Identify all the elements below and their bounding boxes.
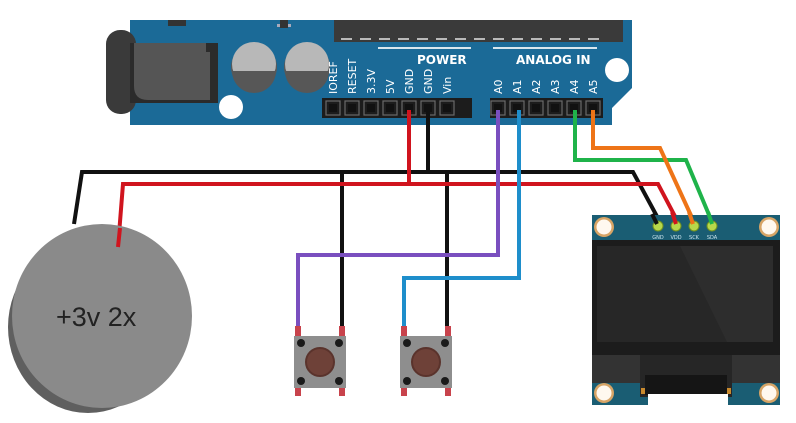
smd-component (288, 24, 291, 27)
arduino-board: POWER ANALOG IN IOREF RESET 3.3V 5V GND GND Vi… (106, 20, 632, 125)
button-screw (297, 377, 305, 385)
oled-ribbon-edge (641, 388, 645, 394)
wire-a0 (296, 110, 500, 328)
power-pin-hole (443, 104, 451, 112)
button-cap[interactable] (411, 347, 441, 377)
mounting-hole (219, 95, 243, 119)
push-button-2[interactable] (400, 326, 452, 396)
power-pin-hole (348, 104, 356, 112)
power-pin-hole (405, 104, 413, 112)
button-screw (441, 377, 449, 385)
barrel-jack-body (134, 43, 210, 100)
analog-pin-hole (589, 104, 597, 112)
button-leg (295, 384, 301, 396)
digital-header-strip (334, 20, 604, 42)
oled-pin-label: SCK (689, 235, 700, 241)
power-pin-label: 5V (384, 79, 397, 94)
button-screw (297, 339, 305, 347)
barrel-jack-back (106, 30, 136, 114)
wire-a4 (573, 110, 714, 223)
wire-a5-end (687, 211, 695, 225)
oled-pin-label: SDA (707, 235, 718, 241)
wire-a1 (402, 110, 521, 328)
capacitor (284, 42, 330, 93)
power-header-line (378, 47, 471, 49)
oled-mounting-hole (761, 385, 777, 401)
button-leg (339, 384, 345, 396)
oled-display: GND VDD SCK SDA (592, 215, 780, 406)
analog-pin-hole (513, 104, 521, 112)
analog-header-line (493, 47, 597, 49)
oled-mounting-hole (596, 219, 612, 235)
battery-face (12, 224, 192, 408)
power-header-label: POWER (417, 53, 467, 67)
analog-pin-hole (570, 104, 578, 112)
analog-pin-label: A4 (568, 79, 581, 94)
right-chip (600, 20, 623, 42)
oled-ribbon-edge (727, 388, 731, 394)
analog-pin-label: A5 (587, 79, 600, 94)
oled-wire-ends (650, 211, 714, 225)
button-leg (401, 384, 407, 396)
button-screw (335, 339, 343, 347)
button-leg (445, 326, 451, 336)
wire-5v-end (670, 211, 678, 225)
capacitor (231, 42, 277, 93)
analog-pin-label: A3 (549, 79, 562, 94)
wire-gnd-bus (72, 170, 662, 225)
analog-header-label: ANALOG IN (516, 53, 591, 67)
smd-component (277, 24, 280, 27)
button-screw (403, 377, 411, 385)
button-cap[interactable] (305, 347, 335, 377)
button-leg (295, 326, 301, 336)
button-screw (335, 377, 343, 385)
button-leg (445, 384, 451, 396)
wire-gnd-end (650, 213, 659, 225)
power-pin-hole (329, 104, 337, 112)
power-pin-label: GND (403, 69, 416, 94)
wire-a5 (591, 110, 696, 223)
power-pin-label: GND (422, 69, 435, 94)
battery: +3v 2x (8, 224, 192, 413)
analog-pin-hole (532, 104, 540, 112)
oled-screen-glare (680, 246, 773, 342)
analog-pin-label: A2 (530, 79, 543, 94)
power-pin-hole (367, 104, 375, 112)
power-pin-hole (424, 104, 432, 112)
oled-cutout (648, 394, 728, 406)
battery-label: +3v 2x (56, 302, 137, 332)
analog-pin-label: A0 (492, 79, 505, 94)
button-screw (441, 339, 449, 347)
power-pin-hole (386, 104, 394, 112)
oled-pin-label: VDD (670, 235, 681, 241)
oled-ribbon-dark (645, 375, 727, 395)
wire-a4-end (706, 211, 714, 225)
oled-mounting-hole (596, 385, 612, 401)
power-pin-label: Vin (441, 77, 454, 94)
header-dashes (341, 38, 599, 40)
oled-mounting-hole (761, 219, 777, 235)
analog-pin-label: A1 (511, 79, 524, 94)
push-button-1[interactable] (294, 326, 346, 396)
button-leg (401, 326, 407, 336)
mounting-hole (605, 58, 629, 82)
smd-component (280, 20, 288, 28)
wire-5v-bus (116, 182, 680, 248)
button-leg (339, 326, 345, 336)
power-pin-label: RESET (346, 58, 359, 94)
analog-pin-hole (551, 104, 559, 112)
analog-pin-hole (494, 104, 502, 112)
button-screw (403, 339, 411, 347)
power-pin-label: 3.3V (365, 69, 378, 94)
smd-component (168, 20, 186, 26)
wires (72, 110, 714, 328)
oled-pin-label: GND (652, 235, 664, 241)
wire-5v-battery-tip (116, 227, 122, 248)
power-pin-label: IOREF (327, 61, 340, 94)
